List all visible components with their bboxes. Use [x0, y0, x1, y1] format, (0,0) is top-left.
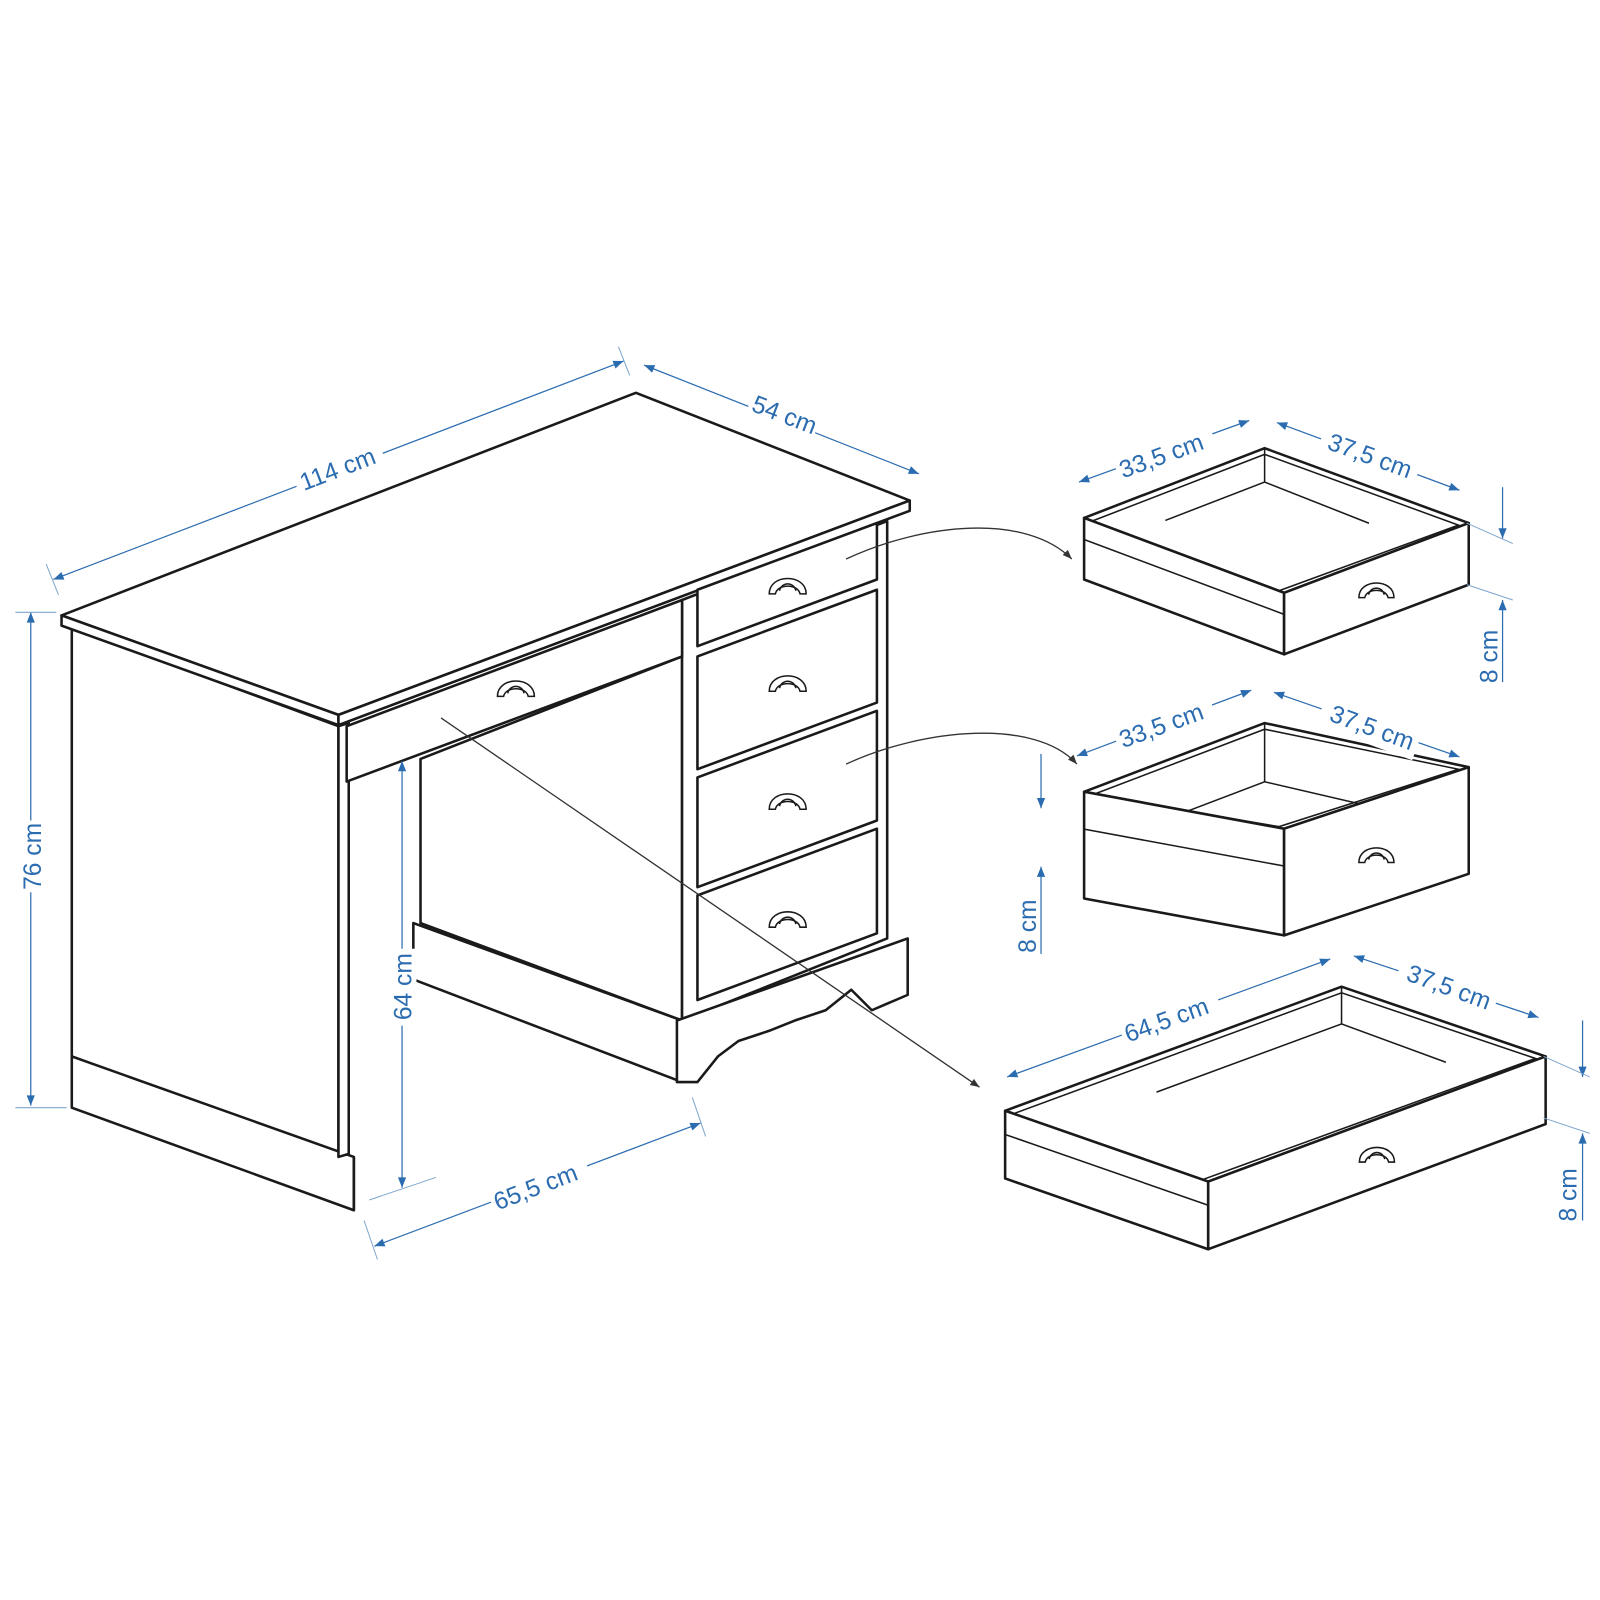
drawer-3	[1003, 985, 1547, 1251]
knee-height-label: 64 cm	[390, 953, 417, 1020]
pedestal-plinth	[675, 937, 909, 1084]
drawer-2	[1082, 721, 1470, 937]
desk-height-label: 76 cm	[20, 823, 47, 890]
loose-drawers	[1003, 446, 1547, 1251]
left-leg-front	[337, 721, 350, 1159]
drawer3-height-label: 8 cm	[1555, 1168, 1582, 1221]
center-drawer	[345, 598, 684, 783]
cup-handle-icon	[496, 680, 536, 698]
cup-handle-icon	[768, 577, 807, 595]
drawer2-height-label: 8 cm	[1015, 899, 1042, 952]
drawer-handles	[496, 577, 807, 928]
drawer2-width-label: 33,5 cm	[1116, 699, 1208, 754]
cup-handle-icon	[1358, 582, 1395, 599]
cup-handle-icon	[1358, 1146, 1396, 1163]
desk	[60, 391, 912, 1212]
drawer3-depth-label: 37,5 cm	[1403, 960, 1495, 1015]
desk-top-edge-right	[337, 499, 912, 727]
cup-handle-icon	[768, 675, 807, 693]
drawer1-height-label: 8 cm	[1476, 630, 1503, 683]
cup-handle-icon	[1358, 847, 1395, 864]
cup-handle-icon	[768, 911, 807, 928]
cup-handle-icon	[768, 793, 807, 810]
leader-arrows	[440, 527, 1078, 1088]
